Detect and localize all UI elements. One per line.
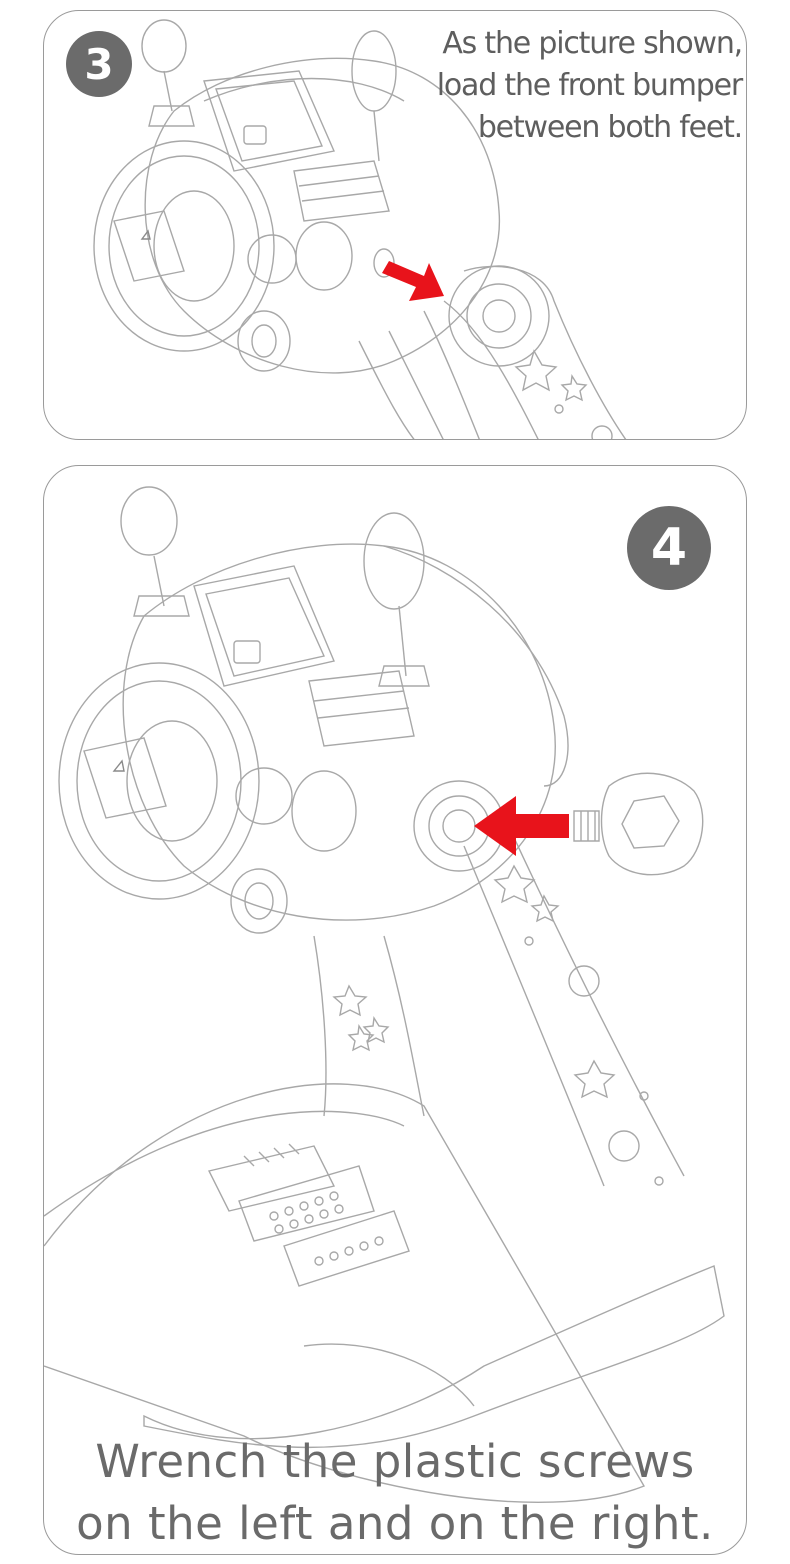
- step-3-illustration: [93, 19, 627, 439]
- step-4-instruction-line: on the left and on the right.: [76, 1497, 714, 1550]
- step-3-instruction: As the picture shown, load the front bum…: [382, 23, 743, 149]
- step-4-illustration: [44, 486, 725, 1504]
- step-3-instruction-line: between both feet.: [477, 110, 743, 145]
- step-3-instruction-line: As the picture shown,: [442, 26, 743, 61]
- step-3-panel: 3 As the picture shown, load the front b…: [43, 10, 747, 440]
- step-4-instruction-line: Wrench the plastic screws: [95, 1435, 695, 1488]
- step-4-badge: 4: [627, 506, 711, 590]
- screw-arrow-icon: [474, 796, 569, 856]
- plastic-screw-icon: [573, 772, 704, 876]
- insert-arrow-icon: [382, 261, 444, 301]
- step-3-instruction-line: load the front bumper: [436, 68, 743, 103]
- step-4-panel: 4 Wrench the plastic screws on the left …: [43, 465, 747, 1555]
- pedal-hole-pattern: [269, 1191, 384, 1266]
- step-4-instruction: Wrench the plastic screws on the left an…: [44, 1431, 746, 1554]
- step-3-badge: 3: [66, 31, 132, 97]
